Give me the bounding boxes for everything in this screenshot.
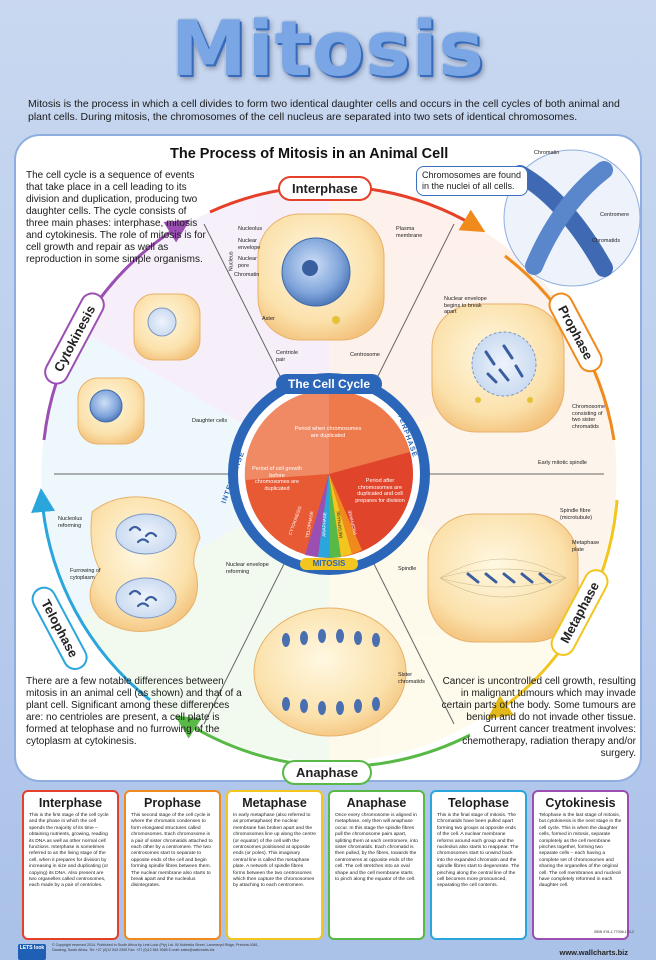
metaphase-cell bbox=[427, 513, 579, 643]
cell-cycle-title: The Cell Cycle bbox=[276, 374, 382, 394]
wedge-anaphase: ANAPHASE bbox=[321, 512, 328, 537]
interphase-label: Interphase bbox=[278, 176, 372, 201]
label-daughter-cells: Daughter cells bbox=[192, 418, 228, 424]
label-centromere: Centromere bbox=[600, 212, 630, 218]
phase-card-text: Telophase is the last stage of mitosis, … bbox=[539, 813, 622, 889]
isbn-text: ISBN 978-1-77098-174-2 bbox=[593, 930, 634, 934]
footer: LETS look © Copyright reserved 2014. Pub… bbox=[18, 930, 638, 960]
label-nuclear-envelope-reforming: Nuclear envelope reforming bbox=[226, 562, 269, 575]
plant-vs-animal-text: There are a few notable differences betw… bbox=[26, 676, 242, 747]
phase-card-title: Anaphase bbox=[346, 796, 407, 810]
chromosome-callout: Chromosomes are found in the nuclei of a… bbox=[416, 166, 528, 196]
phase-card-text: This is the first stage of the cell cycl… bbox=[29, 813, 109, 889]
copyright-text: © Copyright reserved 2014. Published in … bbox=[52, 943, 259, 952]
label-spindle: Spindle bbox=[398, 566, 417, 572]
intro-text: Mitosis is the process in which a cell d… bbox=[28, 98, 620, 123]
page-title: Mitosis bbox=[171, 4, 485, 93]
prophase-cell bbox=[431, 303, 565, 433]
label-early-spindle: Early mitotic spindle bbox=[538, 460, 587, 466]
cancer-text: Cancer is uncontrolled cell growth, resu… bbox=[441, 676, 636, 759]
label-chromosome-sister: Chromosome consisting of two sister chro… bbox=[572, 404, 606, 430]
label-sister-chromatids: Sister chromatids bbox=[398, 672, 425, 685]
phase-card-title: Cytokinesis bbox=[545, 796, 616, 810]
anaphase-cell bbox=[253, 607, 407, 737]
label-nucleus: Nucleus bbox=[228, 251, 235, 272]
anaphase-label: Anaphase bbox=[282, 760, 373, 785]
label-nucleolus: Nucleolus bbox=[238, 226, 263, 232]
phase-card-title: Metaphase bbox=[242, 796, 307, 810]
label-nuclear-pore: Nuclear pore bbox=[238, 256, 257, 269]
segment-growth: Period of cell growth before chromosomes… bbox=[252, 466, 302, 492]
segment-duplicated: Period when chromosomes are duplicated bbox=[294, 426, 362, 439]
label-centriole-pair: Centriole pair bbox=[276, 350, 299, 363]
telophase-cell bbox=[89, 496, 201, 632]
label-furrowing: Furrowing of cytoplasm bbox=[70, 568, 101, 581]
daughter-cells bbox=[77, 293, 201, 445]
label-nuclear-breakdown: Nuclear envelope begins to break apart bbox=[444, 296, 487, 315]
label-chromatin: Chromatin bbox=[534, 150, 560, 156]
phase-card-text: This is the final stage of mitosis. The … bbox=[437, 813, 520, 889]
phase-card-metaphase: Metaphase In early metaphase (also referr… bbox=[226, 790, 323, 940]
segment-after: Period after chromosomes are duplicated … bbox=[355, 478, 405, 504]
label-aster: Aster bbox=[262, 316, 275, 322]
label-nuclear-envelope: Nuclear envelope bbox=[238, 238, 261, 251]
label-chromatin-2: Chromatin bbox=[234, 272, 260, 278]
phase-card-text: Once every chromosome is aligned in meta… bbox=[335, 813, 418, 883]
phase-card-title: Interphase bbox=[38, 796, 103, 810]
mitosis-label: MITOSIS bbox=[300, 558, 358, 570]
label-chromatids: Chromatids bbox=[592, 238, 621, 244]
website-link[interactable]: www.wallcharts.biz bbox=[559, 948, 629, 957]
cell-cycle-description: The cell cycle is a sequence of events t… bbox=[26, 170, 206, 265]
label-spindle-fibre: Spindle fibre (microtubule) bbox=[560, 508, 593, 521]
phase-card-text: This second stage of the cell cycle is w… bbox=[131, 813, 213, 889]
label-plasma-membrane: Plasma membrane bbox=[396, 226, 423, 239]
panel-title: The Process of Mitosis in an Animal Cell bbox=[170, 146, 449, 162]
interphase-cell bbox=[257, 213, 385, 341]
chromosome-inset bbox=[503, 149, 641, 287]
label-nucleolus-reforming: Nucleolus reforming bbox=[58, 516, 83, 529]
cell-cycle-disc bbox=[228, 373, 430, 575]
label-centrosome: Centrosome bbox=[350, 352, 380, 358]
phase-card-text: In early metaphase (also referred to as … bbox=[233, 813, 316, 889]
phase-card-title: Prophase bbox=[144, 796, 201, 810]
publisher-logo: LETS look bbox=[18, 944, 46, 960]
label-metaphase-plate: Metaphase plate bbox=[572, 540, 600, 553]
phase-card-title: Telophase bbox=[448, 796, 509, 810]
